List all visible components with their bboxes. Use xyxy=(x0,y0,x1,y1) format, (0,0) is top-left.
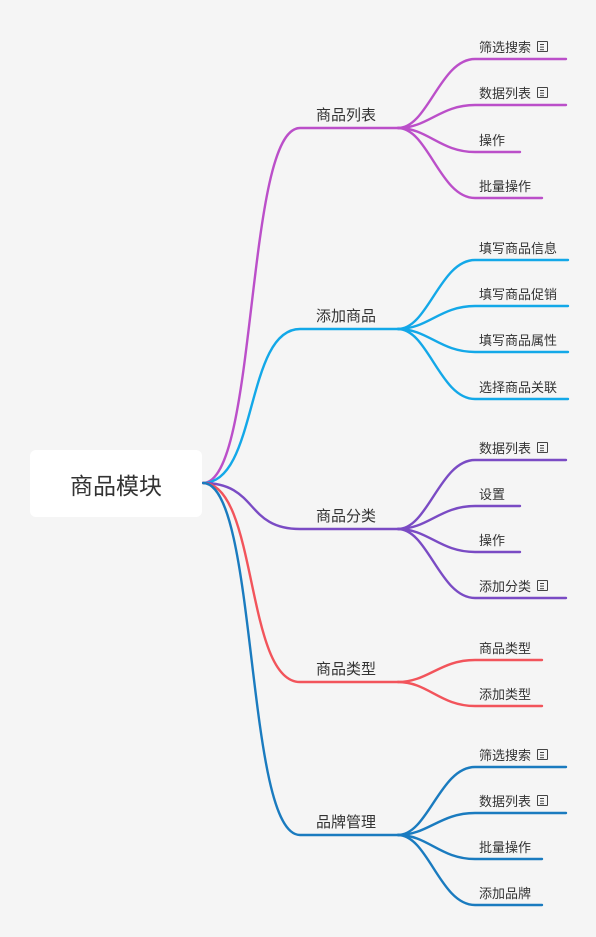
leaf-node[interactable]: 筛选搜索 xyxy=(479,37,549,56)
leaf-node[interactable]: 筛选搜索 xyxy=(479,745,549,764)
leaf-label: 数据列表 xyxy=(479,87,532,102)
connector-branch-to-leaf xyxy=(396,103,568,130)
connector-branch-to-leaf xyxy=(396,126,522,154)
leaf-node[interactable]: 操作 xyxy=(479,130,505,149)
note-icon[interactable] xyxy=(537,442,549,453)
connector-root-to-branch xyxy=(201,327,400,485)
leaf-node[interactable]: 添加品牌 xyxy=(479,883,531,902)
connector-branch-to-leaf xyxy=(396,504,522,531)
leaf-node[interactable]: 填写商品信息 xyxy=(479,238,557,257)
leaf-label: 操作 xyxy=(479,534,506,549)
connector-branch-to-leaf xyxy=(396,304,570,331)
branch-label[interactable]: 品牌管理 xyxy=(316,813,377,831)
note-icon[interactable] xyxy=(537,41,549,52)
connector-root-to-branch xyxy=(201,481,400,531)
connector-branch-to-leaf xyxy=(396,680,544,708)
leaf-node[interactable]: 设置 xyxy=(479,484,505,503)
leaf-node[interactable]: 添加分类 xyxy=(479,576,549,595)
leaf-label: 添加分类 xyxy=(479,580,532,595)
leaf-node[interactable]: 选择商品关联 xyxy=(479,377,557,396)
leaf-label: 填写商品促销 xyxy=(479,288,558,303)
connector-branch-to-leaf xyxy=(396,258,570,331)
leaf-label: 选择商品关联 xyxy=(479,381,558,396)
leaf-label: 填写商品属性 xyxy=(479,334,558,349)
connector-root-to-branch xyxy=(201,481,400,684)
leaf-label: 操作 xyxy=(479,134,506,149)
leaf-label: 批量操作 xyxy=(479,180,532,195)
leaf-label: 添加类型 xyxy=(479,688,532,703)
leaf-label: 设置 xyxy=(479,488,506,503)
connector-branch-to-leaf xyxy=(396,765,568,837)
branch-label[interactable]: 商品分类 xyxy=(316,507,377,525)
connector-branch-to-leaf xyxy=(396,527,568,600)
leaf-label: 添加品牌 xyxy=(479,887,532,902)
connector-branch-to-leaf xyxy=(396,811,568,837)
connector-branch-to-leaf xyxy=(396,458,568,531)
connector-branch-to-leaf xyxy=(396,126,544,200)
branch-label[interactable]: 商品类型 xyxy=(316,660,377,678)
leaf-node[interactable]: 商品类型 xyxy=(479,638,531,657)
connector-branch-to-leaf xyxy=(396,527,522,554)
connector-root-to-branch xyxy=(201,126,400,485)
leaf-node[interactable]: 填写商品属性 xyxy=(479,330,557,349)
root-node[interactable]: 商品模块 xyxy=(30,450,202,517)
note-icon[interactable] xyxy=(537,749,549,760)
leaf-node[interactable]: 填写商品促销 xyxy=(479,284,557,303)
note-icon[interactable] xyxy=(537,580,549,591)
leaf-node[interactable]: 批量操作 xyxy=(479,176,531,195)
leaf-node[interactable]: 数据列表 xyxy=(479,438,549,457)
leaf-node[interactable]: 批量操作 xyxy=(479,837,531,856)
leaf-label: 商品类型 xyxy=(479,642,532,657)
leaf-label: 批量操作 xyxy=(479,841,532,856)
leaf-label: 填写商品信息 xyxy=(479,242,558,257)
root-label: 商品模块 xyxy=(70,473,162,500)
branch-label[interactable]: 添加商品 xyxy=(316,307,377,325)
leaf-label: 数据列表 xyxy=(479,795,532,810)
leaf-label: 筛选搜索 xyxy=(479,41,532,56)
connector-branch-to-leaf xyxy=(396,833,544,907)
note-icon[interactable] xyxy=(537,87,549,98)
connector-branch-to-leaf xyxy=(396,658,544,684)
connector-branch-to-leaf xyxy=(396,833,544,861)
connector-branch-to-leaf xyxy=(396,327,570,354)
leaf-label: 筛选搜索 xyxy=(479,749,532,764)
leaf-node[interactable]: 操作 xyxy=(479,530,505,549)
branch-label[interactable]: 商品列表 xyxy=(316,106,377,124)
leaf-label: 数据列表 xyxy=(479,442,532,457)
leaf-node[interactable]: 数据列表 xyxy=(479,83,549,102)
connector-branch-to-leaf xyxy=(396,327,570,401)
leaf-node[interactable]: 添加类型 xyxy=(479,684,531,703)
connector-branch-to-leaf xyxy=(396,57,568,130)
connector-root-to-branch xyxy=(201,481,400,837)
leaf-node[interactable]: 数据列表 xyxy=(479,791,549,810)
note-icon[interactable] xyxy=(537,795,549,806)
